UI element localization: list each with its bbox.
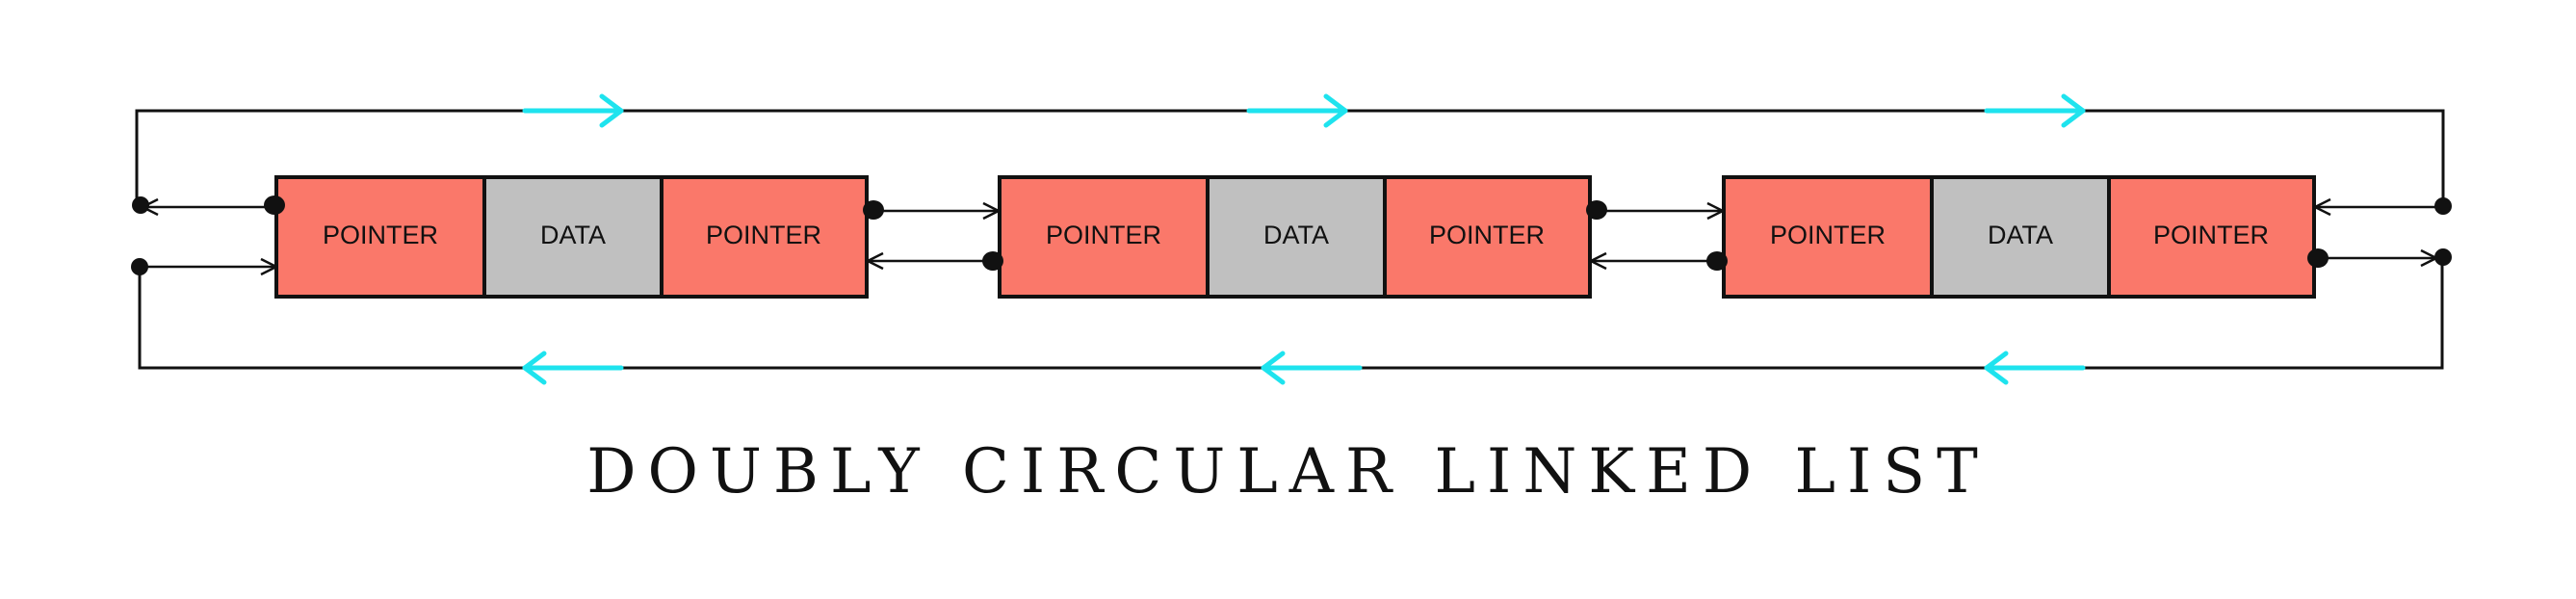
- next-pointer-label: POINTER: [2153, 221, 2269, 249]
- prev-pointer-label: POINTER: [323, 221, 438, 249]
- next-pointer-cell: [660, 175, 869, 299]
- connector-dot: [2434, 197, 2452, 215]
- forward-direction-arrow: [1984, 93, 2086, 128]
- backward-direction-arrow: [522, 351, 624, 385]
- connector-dot: [131, 258, 148, 275]
- forward-direction-arrow: [522, 93, 624, 128]
- connector-dot: [1586, 200, 1607, 220]
- connector-dot: [863, 200, 884, 220]
- pointer-links: [140, 207, 2442, 267]
- connector-dot: [2434, 248, 2452, 266]
- prev-pointer-label: POINTER: [1046, 221, 1161, 249]
- data-cell: [1930, 175, 2111, 299]
- data-label: DATA: [1988, 221, 2053, 249]
- connector-dot: [2307, 248, 2329, 268]
- backward-direction-arrow: [1984, 351, 2086, 385]
- connector-dots: [131, 195, 2452, 275]
- next-pointer-cell: [2107, 175, 2316, 299]
- prev-pointer-cell: [1722, 175, 1934, 299]
- data-label: DATA: [540, 221, 606, 249]
- node-2: POINTER DATA POINTER: [998, 175, 1592, 299]
- forward-direction-arrow: [1246, 93, 1348, 128]
- node-3: POINTER DATA POINTER: [1722, 175, 2316, 299]
- connector-dot: [132, 196, 149, 214]
- diagram-title: DOUBLY CIRCULAR LINKED LIST: [586, 436, 1990, 508]
- next-pointer-label: POINTER: [706, 221, 821, 249]
- data-label: DATA: [1263, 221, 1329, 249]
- connector-dot: [982, 251, 1003, 271]
- node-1: POINTER DATA POINTER: [274, 175, 869, 299]
- connector-dot: [264, 195, 285, 215]
- connector-dot: [1706, 251, 1728, 271]
- direction-arrows: [522, 93, 2086, 385]
- backward-direction-arrow: [1261, 351, 1363, 385]
- prev-pointer-label: POINTER: [1770, 221, 1886, 249]
- next-pointer-label: POINTER: [1429, 221, 1545, 249]
- next-pointer-cell: [1383, 175, 1592, 299]
